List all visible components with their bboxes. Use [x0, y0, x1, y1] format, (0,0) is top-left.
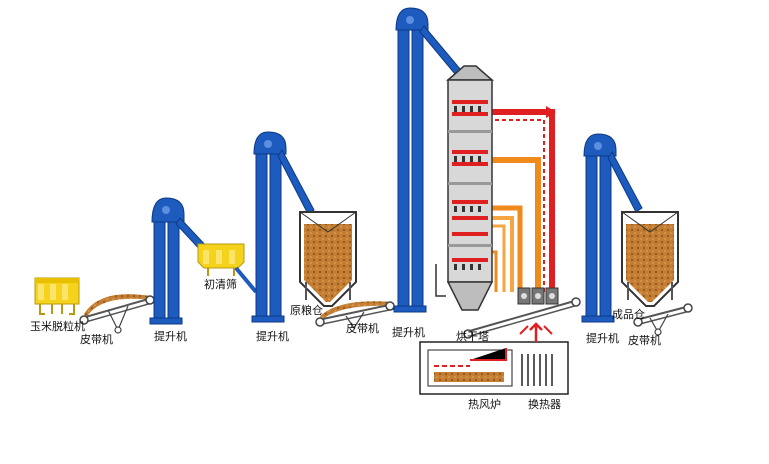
label-pre-cleaning-screen: 初清筛: [204, 277, 237, 291]
dryer-tower: [435, 65, 494, 311]
dryer-hot-rows: [452, 100, 488, 262]
bucket-elevator-3: [393, 7, 467, 313]
label-corn-sheller: 玉米脱粒机: [30, 319, 85, 333]
hot-air-furnace-box: [419, 322, 569, 395]
label-raw-grain-bin: 原粮仓: [290, 303, 323, 317]
raw-grain-bin: [299, 211, 357, 307]
bucket-elevator-2: [251, 131, 315, 323]
exhaust-fans: [517, 287, 559, 305]
bucket-elevator-4: [581, 133, 643, 323]
label-heat-exchanger: 换热器: [528, 397, 561, 411]
label-elevator-1: 提升机: [154, 329, 187, 343]
belt-conveyor-3: [633, 303, 693, 336]
label-hot-air-furnace: 热风炉: [468, 398, 501, 411]
label-elevator-2: 提升机: [256, 329, 289, 343]
label-elevator-3: 提升机: [392, 325, 425, 339]
finished-product-bin: [621, 211, 679, 307]
label-belt-conveyor-3: 皮带机: [628, 333, 661, 347]
dryer-angle-ducts: [454, 106, 481, 270]
label-belt-conveyor-1: 皮带机: [80, 332, 113, 346]
label-dryer-tower: 烘干塔: [456, 329, 489, 343]
label-belt-conveyor-2: 皮带机: [346, 321, 379, 335]
hot-air-ducts: [488, 106, 556, 292]
belt-conveyor-1: [79, 294, 155, 334]
heat-exchanger-coils: [521, 354, 553, 386]
corn-sheller: [34, 277, 80, 315]
label-elevator-4: 提升机: [586, 331, 619, 345]
dryer-output-belt: [463, 297, 581, 339]
label-finished-product-bin: 成品仓: [612, 307, 645, 321]
pre-cleaning-screen: [197, 243, 258, 294]
bucket-elevator-1: [149, 197, 211, 325]
